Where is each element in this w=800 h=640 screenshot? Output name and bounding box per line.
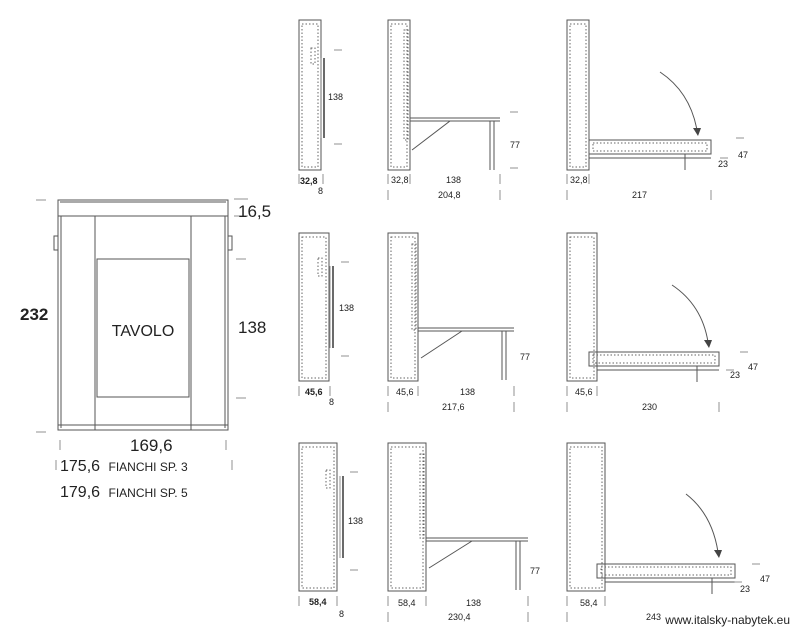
bed-1-h2: 23 — [718, 159, 728, 169]
front-height-dim: 232 — [20, 305, 48, 324]
closed-view-3: 138 58,4 8 — [298, 442, 363, 619]
table-1-height: 77 — [510, 140, 520, 150]
bed-3-h2: 23 — [740, 584, 750, 594]
table-3-length: 138 — [466, 598, 481, 608]
table-3-depth: 58,4 — [398, 598, 416, 608]
table-view-2: 77 45,6 138 217,6 — [387, 232, 530, 412]
closed-view-2: 138 45,6 8 — [298, 232, 354, 407]
front-panel-height-dim: 138 — [238, 318, 266, 337]
bed-2-h1: 47 — [748, 362, 758, 372]
left-hinge — [53, 235, 59, 251]
front-width-alt2: 179,6 FIANCHI SP. 5 — [60, 484, 188, 501]
bed-1-h1: 47 — [738, 150, 748, 160]
closed-2-height: 138 — [339, 303, 354, 313]
bed-view-2: 47 23 45,6 230 — [566, 232, 758, 412]
tavolo-label: TAVOLO — [112, 323, 175, 340]
table-view-1: 77 32,8 138 204,8 — [387, 19, 520, 200]
tavolo-panel — [96, 258, 190, 398]
table-3-total: 230,4 — [448, 612, 471, 622]
table-2-length: 138 — [460, 387, 475, 397]
table-1-depth: 32,8 — [391, 175, 409, 185]
bed-view-3: 47 23 58,4 243 — [566, 442, 770, 622]
closed-2-panel: 8 — [329, 397, 334, 407]
row-2: 138 45,6 8 77 45,6 138 217,6 — [298, 232, 758, 412]
table-2-depth: 45,6 — [396, 387, 414, 397]
table-2-height: 77 — [520, 352, 530, 362]
bed-1-total: 217 — [632, 190, 647, 200]
closed-1-height: 138 — [328, 92, 343, 102]
table-1-total: 204,8 — [438, 190, 461, 200]
watermark: www.italsky-nabytek.eu — [664, 613, 790, 627]
bed-view-1: 47 23 32,8 217 — [566, 19, 748, 200]
front-width-dim: 169,6 — [130, 436, 173, 455]
bed-2-total: 230 — [642, 402, 657, 412]
bed-1-depth: 32,8 — [570, 175, 588, 185]
closed-1-panel: 8 — [318, 186, 323, 196]
bed-2-h2: 23 — [730, 370, 740, 380]
bed-3-total: 243 — [646, 612, 661, 622]
closed-2-depth: 45,6 — [305, 387, 323, 397]
bed-2-depth: 45,6 — [575, 387, 593, 397]
table-1-length: 138 — [446, 175, 461, 185]
closed-3-depth: 58,4 — [309, 597, 327, 607]
table-2-total: 217,6 — [442, 402, 465, 412]
cabinet-outline — [57, 199, 229, 431]
bed-3-h1: 47 — [760, 574, 770, 584]
front-top-band-dim: 16,5 — [238, 202, 271, 221]
row-3: 138 58,4 8 77 58,4 138 230,4 — [298, 442, 770, 622]
closed-3-panel: 8 — [339, 609, 344, 619]
row-1: 138 32,8 8 77 32,8 138 204,8 — [298, 19, 748, 200]
closed-3-height: 138 — [348, 516, 363, 526]
front-width-alt1: 175,6 FIANCHI SP. 3 — [60, 458, 188, 475]
table-view-3: 77 58,4 138 230,4 — [387, 442, 540, 622]
table-3-height: 77 — [530, 566, 540, 576]
closed-view-1: 138 32,8 8 — [298, 19, 343, 196]
right-hinge — [227, 235, 233, 251]
bed-3-depth: 58,4 — [580, 598, 598, 608]
closed-1-depth: 32,8 — [300, 176, 318, 186]
front-view: TAVOLO 232 16,5 138 169,6 175,6 FIANCHI … — [20, 198, 271, 501]
